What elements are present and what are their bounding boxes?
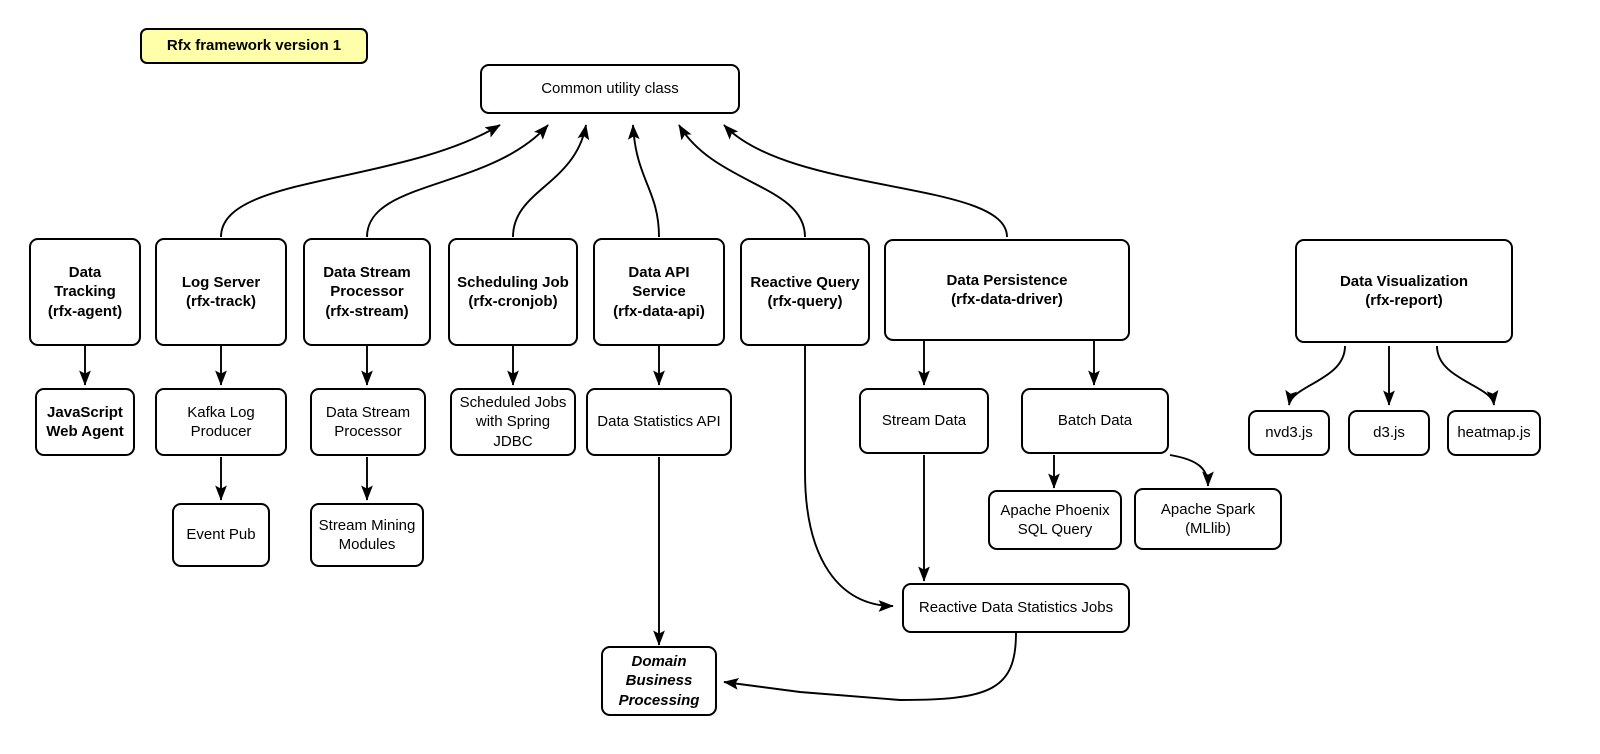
- node-d3js[interactable]: d3.js: [1348, 410, 1430, 456]
- node-reactive-data-statistics-jobs[interactable]: Reactive Data Statistics Jobs: [902, 583, 1130, 633]
- node-stream-mining-modules-label: Stream Mining Modules: [318, 516, 416, 553]
- node-heatmapjs-label: heatmap.js: [1457, 424, 1531, 442]
- node-log-server[interactable]: Log Server (rfx-track): [155, 238, 287, 346]
- node-data-stream-processor[interactable]: Data Stream Processor: [310, 388, 426, 456]
- edge-reactive-query-to-common-utility: [678, 124, 806, 238]
- node-data-stream-processor-module-label: Data Stream Processor (rfx-stream): [323, 264, 411, 320]
- node-heatmapjs[interactable]: heatmap.js: [1447, 410, 1541, 456]
- edge-data-api-to-common-utility: [627, 124, 660, 238]
- node-data-persistence-label: Data Persistence (rfx-data-driver): [946, 271, 1068, 308]
- node-data-api-service-label: Data API Service (rfx-data-api): [613, 264, 705, 320]
- node-data-statistics-api[interactable]: Data Statistics API: [586, 388, 732, 456]
- node-scheduled-jobs-spring-jdbc-label: Scheduled Jobs with Spring JDBC: [459, 394, 567, 450]
- node-apache-phoenix-sql-query-label: Apache Phoenix SQL Query: [1000, 501, 1110, 538]
- node-common-utility-class[interactable]: Common utility class: [480, 64, 740, 114]
- edge-data-visualization-to-nvd3: [1285, 345, 1346, 406]
- node-javascript-web-agent-label: JavaScript Web Agent: [46, 403, 124, 440]
- node-data-visualization[interactable]: Data Visualization (rfx-report): [1295, 239, 1513, 343]
- node-scheduling-job-label: Scheduling Job (rfx-cronjob): [457, 273, 569, 310]
- node-data-tracking[interactable]: Data Tracking (rfx-agent): [29, 238, 141, 346]
- node-scheduling-job[interactable]: Scheduling Job (rfx-cronjob): [448, 238, 578, 346]
- node-log-server-label: Log Server (rfx-track): [181, 273, 261, 310]
- node-nvd3js[interactable]: nvd3.js: [1248, 410, 1330, 456]
- node-d3js-label: d3.js: [1373, 424, 1405, 442]
- node-domain-business-processing[interactable]: Domain Business Processing: [601, 646, 717, 716]
- node-nvd3js-label: nvd3.js: [1265, 424, 1313, 442]
- node-common-utility-class-label: Common utility class: [541, 80, 679, 98]
- node-scheduled-jobs-spring-jdbc[interactable]: Scheduled Jobs with Spring JDBC: [450, 388, 576, 456]
- node-data-stream-processor-module[interactable]: Data Stream Processor (rfx-stream): [303, 238, 431, 346]
- node-data-tracking-label: Data Tracking (rfx-agent): [47, 264, 123, 320]
- node-apache-phoenix-sql-query[interactable]: Apache Phoenix SQL Query: [988, 490, 1122, 550]
- node-batch-data[interactable]: Batch Data: [1021, 388, 1169, 454]
- edge-data-stream-to-common-utility: [366, 124, 549, 238]
- node-data-persistence[interactable]: Data Persistence (rfx-data-driver): [884, 239, 1130, 341]
- node-stream-data[interactable]: Stream Data: [859, 388, 989, 454]
- node-kafka-log-producer[interactable]: Kafka Log Producer: [155, 388, 287, 456]
- edge-data-visualization-to-heatmap: [1436, 345, 1499, 406]
- edge-reactive-query-to-reactive-jobs: [804, 346, 894, 612]
- edge-scheduling-job-to-common-utility: [512, 124, 590, 238]
- node-data-api-service[interactable]: Data API Service (rfx-data-api): [593, 238, 725, 346]
- node-event-pub-label: Event Pub: [186, 526, 256, 544]
- edge-data-persistence-to-common-utility: [723, 124, 1008, 238]
- node-reactive-data-statistics-jobs-label: Reactive Data Statistics Jobs: [918, 599, 1114, 617]
- node-stream-data-label: Stream Data: [881, 412, 967, 430]
- node-kafka-log-producer-label: Kafka Log Producer: [187, 403, 255, 440]
- version-note: Rfx framework version 1: [140, 28, 368, 64]
- node-event-pub[interactable]: Event Pub: [172, 503, 270, 567]
- node-stream-mining-modules[interactable]: Stream Mining Modules: [310, 503, 424, 567]
- node-reactive-query-label: Reactive Query (rfx-query): [750, 273, 860, 310]
- node-apache-spark-mllib[interactable]: Apache Spark (MLlib): [1134, 488, 1282, 550]
- node-apache-spark-mllib-label: Apache Spark (MLlib): [1160, 500, 1256, 537]
- version-note-label: Rfx framework version 1: [166, 37, 342, 55]
- node-batch-data-label: Batch Data: [1057, 412, 1133, 430]
- node-reactive-query[interactable]: Reactive Query (rfx-query): [740, 238, 870, 346]
- node-domain-business-processing-label: Domain Business Processing: [618, 653, 700, 709]
- edge-reactive-jobs-to-domain-business: [723, 632, 1017, 701]
- edge-log-server-to-common-utility: [220, 124, 501, 238]
- edge-batch-data-to-apache-spark: [1169, 454, 1214, 487]
- node-data-stream-processor-label: Data Stream Processor: [325, 403, 411, 440]
- node-data-statistics-api-label: Data Statistics API: [597, 413, 721, 431]
- node-data-visualization-label: Data Visualization (rfx-report): [1339, 272, 1469, 309]
- node-javascript-web-agent[interactable]: JavaScript Web Agent: [35, 388, 135, 456]
